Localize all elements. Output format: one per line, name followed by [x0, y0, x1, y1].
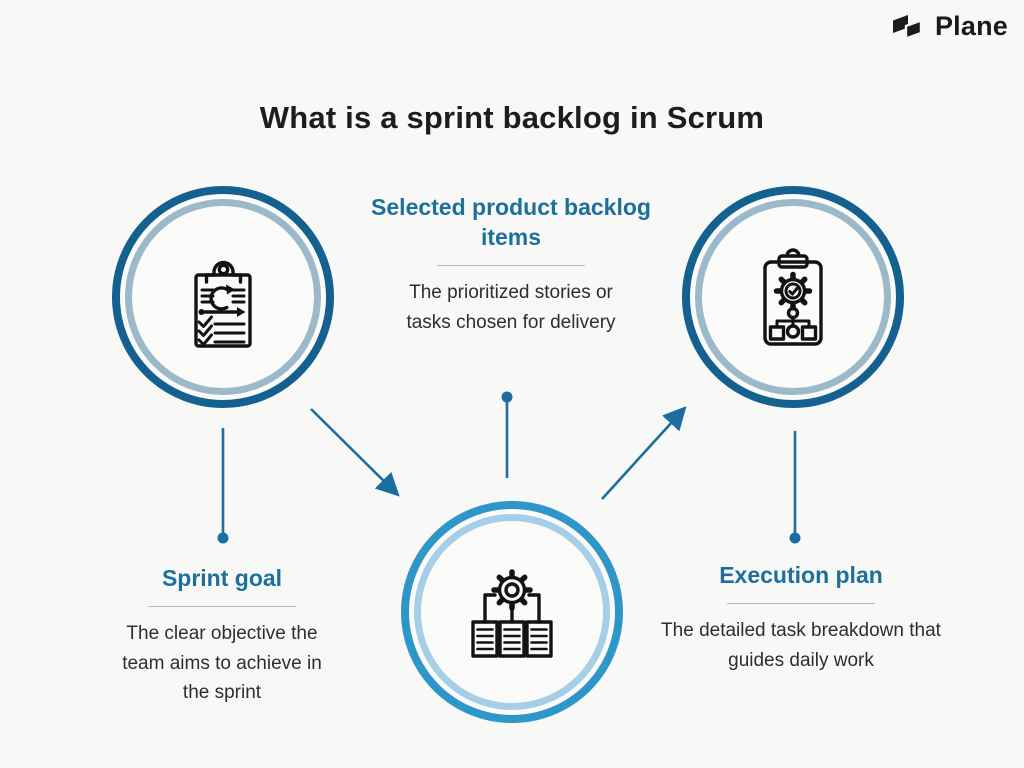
section-divider	[727, 603, 875, 604]
section-heading: Sprint goal	[161, 565, 283, 591]
plane-logo-icon	[892, 14, 923, 40]
arrow-left-to-bottom	[310, 408, 400, 497]
execution-plan-clipboard-icon	[763, 248, 823, 346]
page-title: What is a sprint backlog in Scrum	[259, 99, 765, 135]
circle-execution-plan	[682, 186, 904, 408]
circle-inner-ring	[414, 514, 610, 710]
section-heading: Selected product backlog items	[371, 194, 651, 250]
circle-inner-ring	[695, 199, 891, 395]
connector-center-dot	[501, 391, 513, 403]
section-execution-plan: Execution plan The detailed task breakdo…	[646, 560, 956, 675]
circle-selected-backlog	[401, 501, 623, 723]
section-body: The clear objective the team aims to ach…	[122, 623, 322, 703]
section-divider	[148, 606, 296, 607]
brand-logo: Plane	[891, 11, 1008, 42]
connector-left-dot	[217, 532, 229, 544]
section-selected-backlog: Selected product backlog items The prior…	[371, 192, 651, 337]
section-body: The detailed task breakdown that guides …	[661, 620, 941, 671]
circle-sprint-goal	[112, 186, 334, 408]
connector-right-dot	[789, 532, 801, 544]
section-heading: Execution plan	[719, 562, 883, 588]
section-divider	[437, 265, 585, 266]
gear-documents-icon	[471, 569, 553, 658]
brand-name: Plane	[934, 11, 1008, 41]
circle-inner-ring	[125, 199, 321, 395]
sprint-backlog-clipboard-icon	[194, 260, 252, 348]
section-body: The prioritized stories or tasks chosen …	[406, 282, 616, 333]
section-sprint-goal: Sprint goal The clear objective the team…	[92, 563, 352, 708]
arrow-bottom-to-right	[601, 406, 687, 500]
